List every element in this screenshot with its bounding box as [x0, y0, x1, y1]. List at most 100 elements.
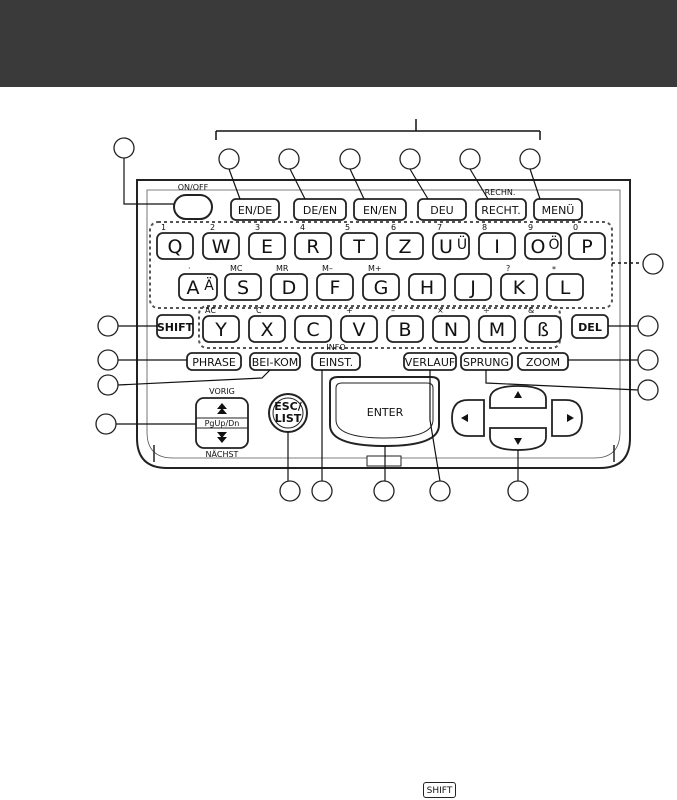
- callout-einst: [311, 480, 333, 502]
- key-h[interactable]: [408, 273, 446, 301]
- verlauf-label: VERLAUF: [405, 356, 455, 369]
- callout-letter-keys: [642, 253, 664, 275]
- vorig-label: VORIG: [209, 387, 235, 396]
- key-p-label: P: [581, 236, 592, 258]
- callout-verlauf: [429, 480, 451, 502]
- left-arrow-icon: [461, 414, 468, 422]
- top-keys-bracket: [215, 119, 541, 140]
- key-r-secondary: 4: [300, 223, 305, 232]
- key-j[interactable]: [454, 273, 492, 301]
- key-i-secondary: 8: [482, 223, 487, 232]
- key-g-label: G: [374, 277, 389, 299]
- device-inner-edge: [146, 189, 621, 459]
- up-arrow-icon: [514, 391, 522, 398]
- key-o-secondary: 9: [528, 223, 533, 232]
- key-g[interactable]: [362, 273, 400, 301]
- key-c[interactable]: [294, 315, 332, 343]
- key-e-label: E: [261, 236, 273, 258]
- key-u-label: U: [439, 236, 453, 258]
- page-down-button[interactable]: [197, 429, 247, 447]
- einst-button[interactable]: [311, 352, 361, 371]
- callout-beikom: [97, 374, 119, 396]
- shift-key-symbol: SHIFT: [423, 782, 456, 798]
- deu-button[interactable]: [417, 198, 467, 221]
- power-button[interactable]: [173, 194, 213, 220]
- en-de-button[interactable]: [230, 198, 280, 221]
- key-m[interactable]: [478, 315, 516, 343]
- key-q[interactable]: [156, 232, 194, 260]
- recht-button[interactable]: [475, 198, 527, 221]
- key-f[interactable]: [316, 273, 354, 301]
- key-n-label: N: [444, 319, 458, 341]
- en-en-button[interactable]: [353, 198, 407, 221]
- menue-button[interactable]: [533, 198, 583, 221]
- callout-esc-list: [279, 480, 301, 502]
- key-v-label: V: [353, 319, 366, 341]
- page-up-button[interactable]: [197, 399, 247, 417]
- key-f-secondary: M–: [322, 264, 333, 273]
- key-k[interactable]: [500, 273, 538, 301]
- beikom-button[interactable]: [249, 352, 301, 371]
- key-f-label: F: [330, 277, 341, 299]
- key-t-label: T: [352, 236, 365, 258]
- key-y[interactable]: [202, 315, 240, 343]
- down-arrow-icon: [514, 438, 522, 445]
- key-t[interactable]: [340, 232, 378, 260]
- top-key-row: EN/DE DE/EN EN/EN DEU RECHN. RECHT. MENÜ: [230, 188, 583, 221]
- device-slot: [366, 455, 402, 467]
- en-en-label: EN/EN: [363, 204, 397, 217]
- callout-recht: [459, 148, 481, 170]
- en-de-label: EN/DE: [238, 204, 272, 217]
- key-n-secondary: ×: [437, 306, 444, 315]
- key-u[interactable]: [432, 232, 470, 260]
- callout-cursor-pad: [507, 480, 529, 502]
- key-d[interactable]: [270, 273, 308, 301]
- key-v[interactable]: [340, 315, 378, 343]
- phrase-button[interactable]: [186, 352, 242, 371]
- callout-del: [637, 315, 659, 337]
- key-r[interactable]: [294, 232, 332, 260]
- key-o[interactable]: [524, 232, 562, 260]
- letter-keys-group: [149, 221, 613, 309]
- key-sz[interactable]: [524, 315, 562, 343]
- key-z[interactable]: [386, 232, 424, 260]
- key-o-label: O: [531, 236, 546, 258]
- key-i-label: I: [494, 236, 500, 258]
- row3-keys: SHIFT AC Y C X C + V – B × N ÷ M & ß DEL: [156, 306, 609, 343]
- info-label: INFO: [326, 343, 345, 352]
- key-a[interactable]: [178, 273, 218, 301]
- key-z-label: Z: [398, 236, 411, 258]
- key-b[interactable]: [386, 315, 424, 343]
- sprung-label: SPRUNG: [463, 356, 509, 369]
- enter-button[interactable]: [329, 376, 440, 448]
- key-i[interactable]: [478, 232, 516, 260]
- key-e[interactable]: [248, 232, 286, 260]
- key-u-secondary: 7: [437, 223, 442, 232]
- shift-label: SHIFT: [157, 321, 194, 334]
- de-en-button[interactable]: [293, 198, 347, 221]
- key-s-secondary: MC: [230, 264, 243, 273]
- key-d-secondary: MR: [276, 264, 289, 273]
- key-n[interactable]: [432, 315, 470, 343]
- zoom-button[interactable]: [517, 352, 569, 371]
- key-q-secondary: 1: [161, 223, 166, 232]
- callout-de-en: [278, 148, 300, 170]
- key-c-label: C: [306, 319, 319, 341]
- zoom-label: ZOOM: [526, 356, 560, 369]
- key-w[interactable]: [202, 232, 240, 260]
- key-x[interactable]: [248, 315, 286, 343]
- key-l-label: L: [560, 277, 571, 299]
- key-q-label: Q: [168, 236, 183, 258]
- key-u-umlaut: Ü: [457, 235, 467, 253]
- callout-page-rocker: [95, 413, 117, 435]
- key-j-label: J: [469, 277, 476, 299]
- key-p[interactable]: [568, 232, 606, 260]
- key-l[interactable]: [546, 273, 584, 301]
- callout-markers: [95, 137, 664, 502]
- key-w-secondary: 2: [210, 223, 215, 232]
- key-s-label: S: [237, 277, 249, 299]
- double-down-arrow-icon: [217, 432, 227, 438]
- key-s[interactable]: [224, 273, 262, 301]
- callout-shift: [97, 315, 119, 337]
